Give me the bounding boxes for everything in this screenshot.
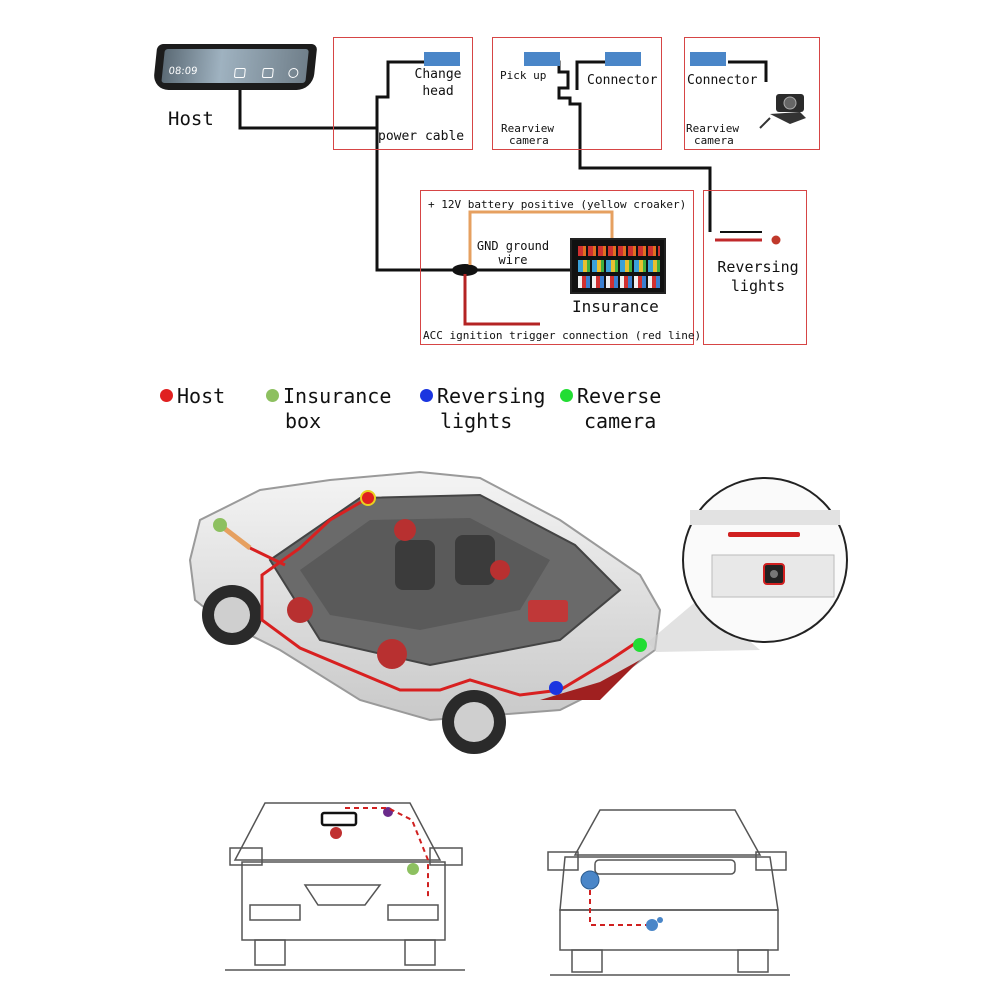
legend-host: Host (160, 383, 225, 409)
fuse-box (570, 238, 666, 294)
legend-camera-dot (560, 389, 573, 402)
legend-insurance-box: Insurance (266, 383, 391, 409)
rearview-camera-2-line1: Rearview (686, 122, 739, 135)
legend-host-dot (160, 389, 173, 402)
reversing-lights-line2: lights (730, 277, 786, 295)
mirror-host-outline (320, 811, 358, 827)
rearview-camera-1-line1: Rearview (501, 122, 554, 135)
reversing-lights-line1: Reversing (717, 258, 799, 276)
reversing-lights-box (703, 190, 807, 345)
camera-mount (770, 112, 806, 124)
pickup-connector-box (492, 37, 662, 150)
legend-camera-line1: Reverse (577, 384, 662, 408)
change-head-plug (424, 52, 460, 66)
legend-insurance-dot (266, 389, 279, 402)
tail-light (540, 660, 640, 700)
change-head-box (333, 37, 473, 150)
legend-host-label: Host (177, 384, 226, 408)
marker-insurance-box (213, 518, 227, 532)
acc-red-wire (463, 274, 540, 326)
zoom-beam (648, 598, 760, 652)
rear-camera-marker (646, 919, 658, 931)
pickup-wire (527, 60, 712, 232)
rearview-camera-box (684, 37, 820, 150)
legend-reversing-lights: Reversing (420, 383, 545, 409)
trunk-subwoofer (528, 600, 568, 622)
speaker (490, 560, 510, 580)
pick-up-label: Pick up (500, 69, 547, 82)
gnd-wire-line1: GND ground (476, 239, 550, 253)
legend-reversing-line1: Reversing (437, 384, 546, 408)
mirror-host-marker (330, 827, 342, 839)
front-seat (395, 540, 435, 590)
change-head-line2: head (422, 84, 454, 99)
front-insurance-marker (407, 863, 419, 875)
connector-plug-2 (690, 52, 726, 66)
speaker (394, 519, 416, 541)
speaker (287, 597, 313, 623)
legend-insurance-line2: box (285, 409, 322, 433)
connector-1-label: Connector (587, 73, 658, 88)
brake-light (728, 532, 800, 537)
rear-reversing-marker (580, 870, 600, 890)
acc-trigger-label: ACC ignition trigger connection (red lin… (423, 329, 702, 342)
marker-reversing-lights (549, 681, 563, 695)
rearview-camera-2-line2: camera (694, 134, 734, 147)
gnd-wire (375, 128, 570, 272)
rear-dashed-route (589, 890, 648, 926)
legend-insurance-line1: Insurance (283, 384, 392, 408)
legend-reverse-camera: Reverse (560, 383, 661, 409)
camera-lens (783, 96, 797, 110)
rearview-camera-1-line2: camera (509, 134, 549, 147)
marker-host (360, 490, 376, 506)
windshield-view (225, 802, 465, 971)
rear-trunk-view (547, 809, 790, 976)
front-dashed-route (345, 807, 429, 900)
marker-reverse-camera (633, 638, 647, 652)
reverse-light-terminal (771, 235, 781, 245)
legend-camera-line2: camera (584, 409, 657, 433)
front-seat-2 (455, 535, 495, 585)
pickup-plug (524, 52, 560, 66)
connector-wire-2 (728, 60, 768, 82)
speaker (377, 639, 407, 669)
power-connection-box (420, 190, 694, 345)
legend-reversing-dot (420, 389, 433, 402)
host-label: Host (168, 108, 214, 130)
battery-orange-wire (468, 210, 614, 265)
gnd-wire-line2: wire (498, 253, 528, 267)
ground-junction (452, 264, 478, 276)
battery-positive-label: + 12V battery positive (yellow croaker) (428, 198, 687, 211)
legend-reversing-line2: lights (440, 409, 513, 433)
insurance-label: Insurance (572, 297, 659, 316)
power-cable-label: power cable (378, 129, 465, 144)
connector-2-label: Connector (687, 73, 758, 88)
connector-plug-1 (605, 52, 641, 66)
host-power-wire (238, 60, 426, 130)
change-head-line1: Change (414, 67, 462, 82)
connector-wire-1 (575, 60, 607, 90)
